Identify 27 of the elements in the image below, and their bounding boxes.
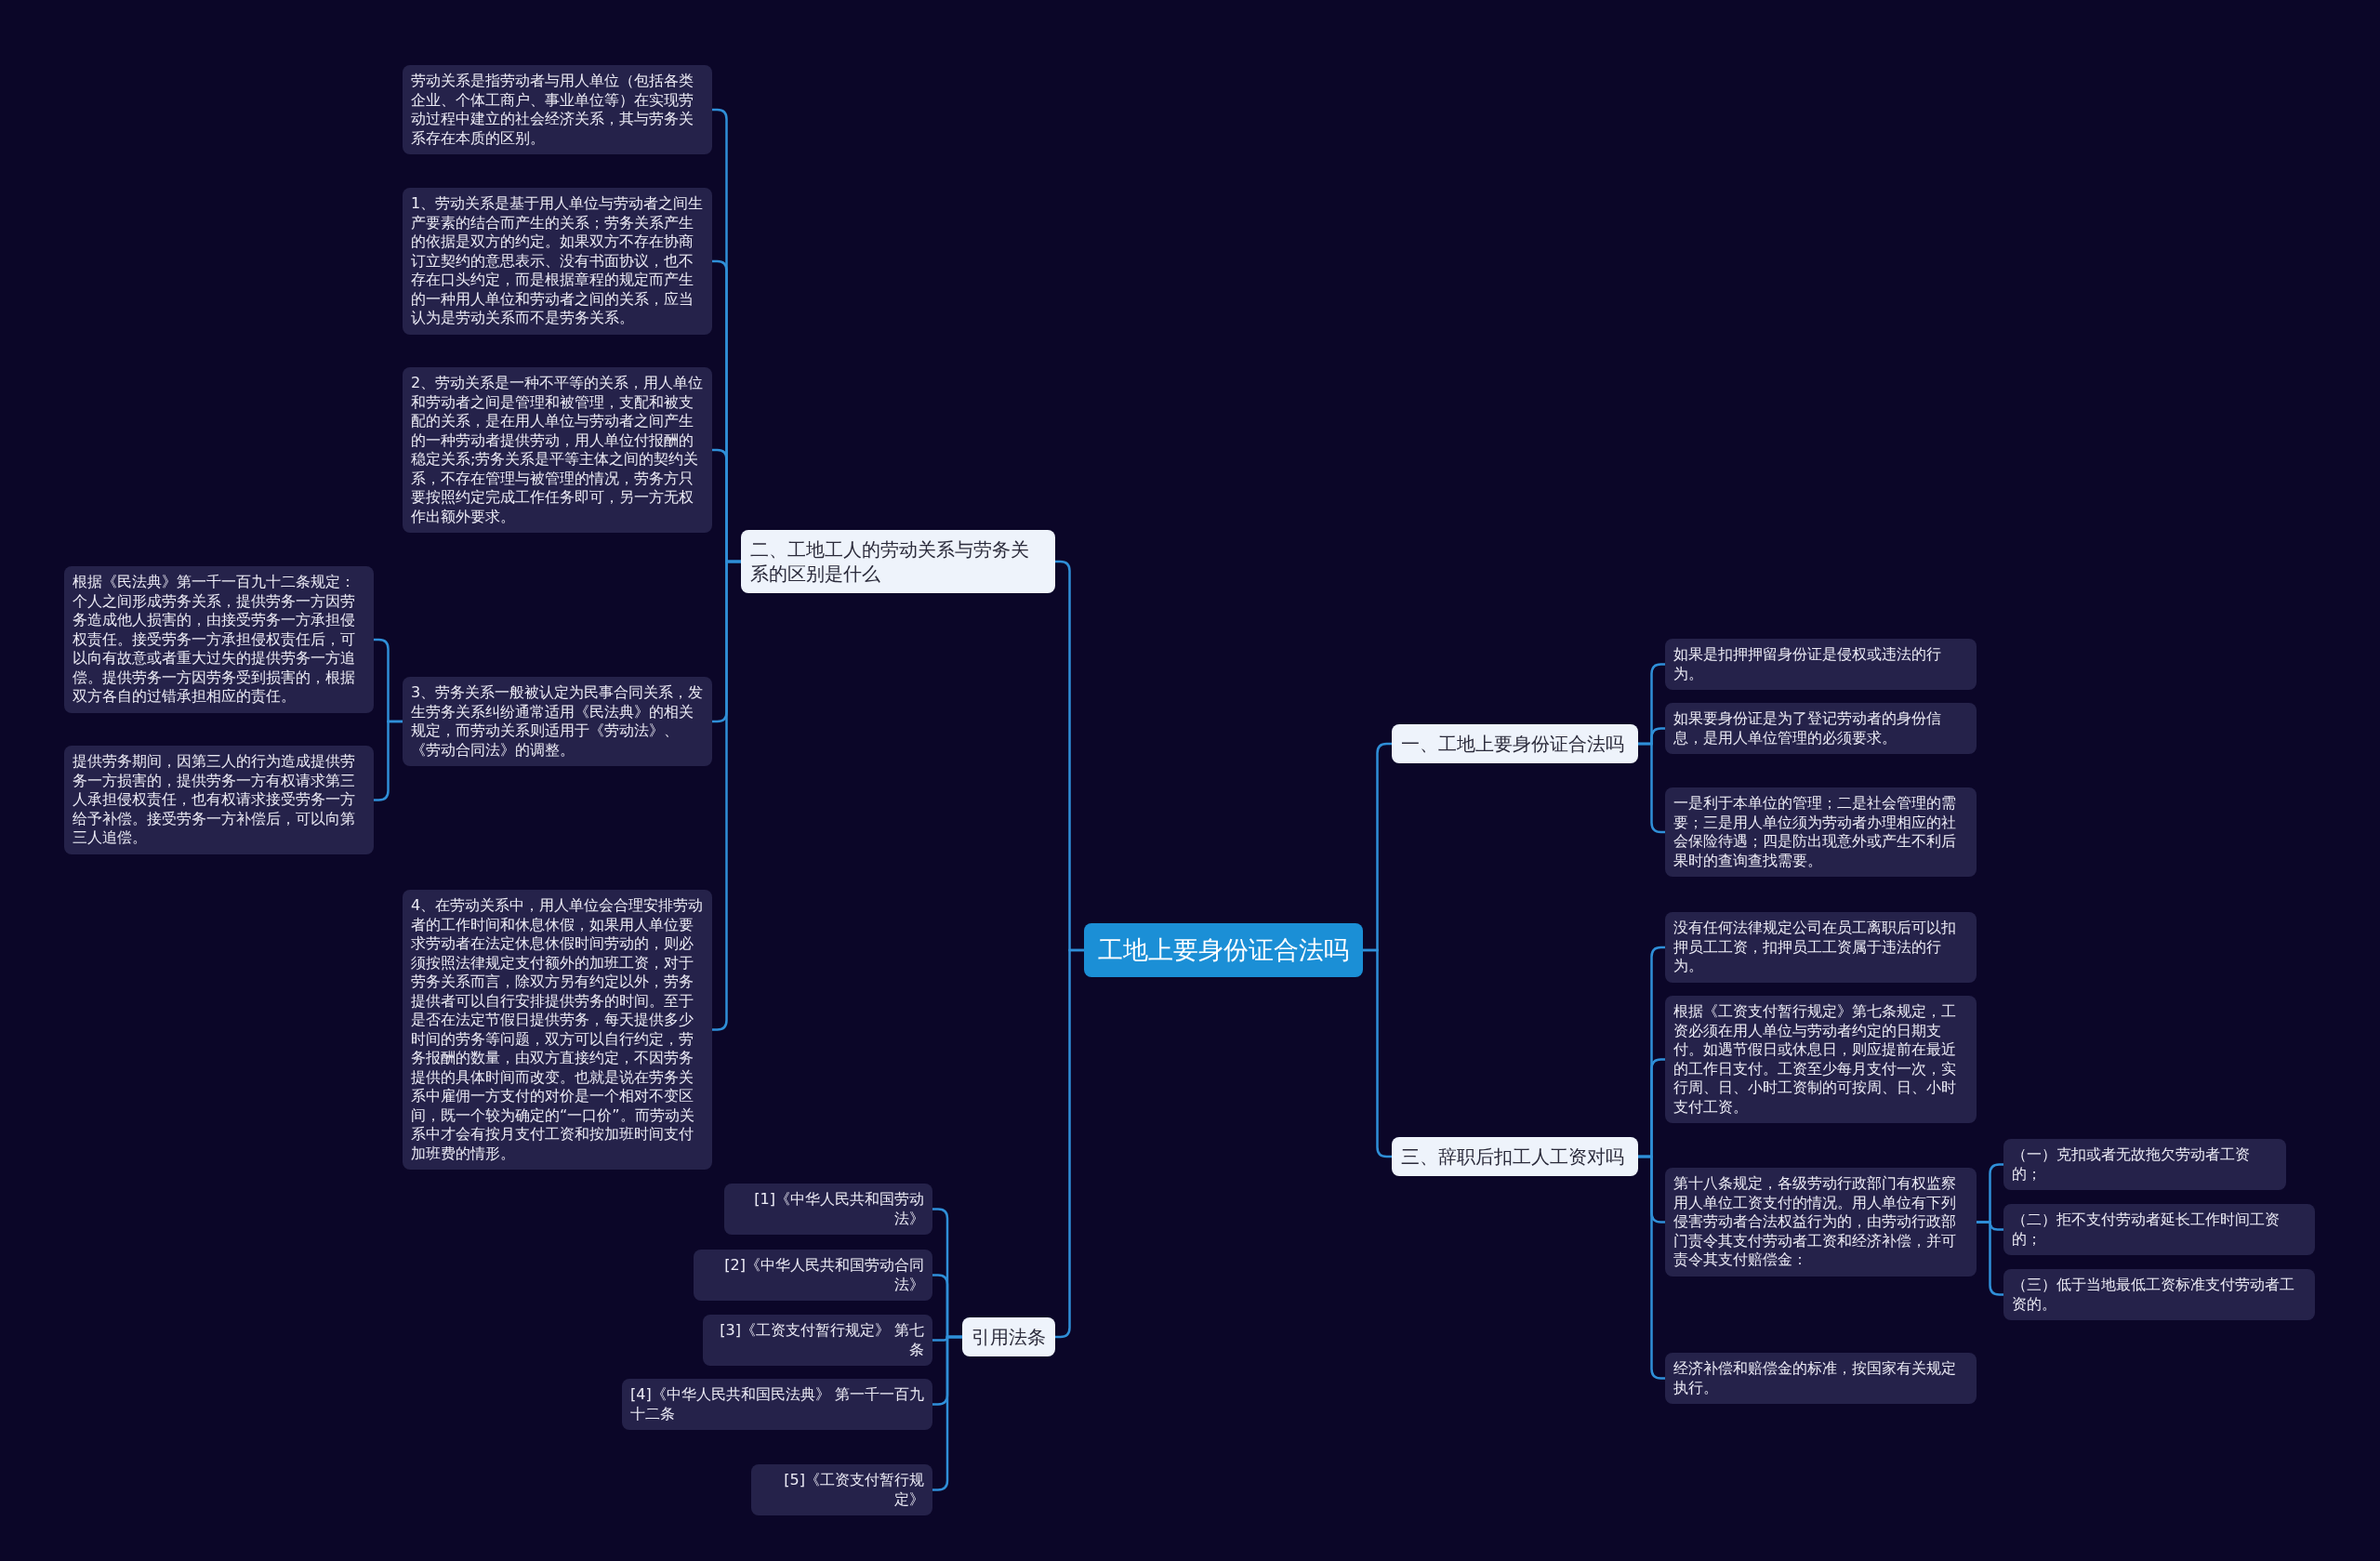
branch-topic-box: 二、工地工人的劳动关系与劳务关系的区别是什么 xyxy=(741,530,1055,593)
text-card: 根据《民法典》第一千一百九十二条规定：个人之间形成劳务关系，提供劳务一方因劳务造成他人损害的，由接受劳务一方承担侵权责任。接受劳务一方承担侵权责任后，可以向有故意或者重大过失的提供劳务一方追偿。提供劳务一方因劳务受到损害的，根据双方各自的过错承担相应的责任。 xyxy=(64,566,374,713)
text-card: 经济补偿和赔偿金的标准，按国家有关规定执行。 xyxy=(1665,1353,1977,1404)
text-card: 提供劳务期间，因第三人的行为造成提供劳务一方损害的，提供劳务一方有权请求第三人承担侵权责任，也有权请求接受劳务一方给予补偿。接受劳务一方补偿后，可以向第三人追偿。 xyxy=(64,746,374,854)
text-card: 劳动关系是指劳动者与用人单位（包括各类企业、个体工商户、事业单位等）在实现劳动过程中建立的社会经济关系，其与劳务关系存在本质的区别。 xyxy=(403,65,712,154)
text-card: （二）拒不支付劳动者延长工作时间工资的； xyxy=(2003,1204,2315,1255)
text-card: [3]《工资支付暂行规定》 第七条 xyxy=(703,1315,932,1366)
branch-topic-box: 三、辞职后扣工人工资对吗 xyxy=(1392,1137,1638,1176)
text-card: 根据《工资支付暂行规定》第七条规定，工资必须在用人单位与劳动者约定的日期支付。如遇节假日或休息日，则应提前在最近的工作日支付。工资至少每月支付一次，实行周、日、小时工资制的可按周、日、小时支付工资。 xyxy=(1665,996,1977,1123)
text-card: 第十八条规定，各级劳动行政部门有权监察用人单位工资支付的情况。用人单位有下列侵害劳动者合法权益行为的，由劳动行政部门责令其支付劳动者工资和经济补偿，并可责令其支付赔偿金： xyxy=(1665,1168,1977,1277)
root-topic-box: 工地上要身份证合法吗 xyxy=(1084,923,1363,977)
branch-topic-box: 引用法条 xyxy=(962,1317,1055,1356)
text-card: 没有任何法律规定公司在员工离职后可以扣押员工工资，扣押员工工资属于违法的行为。 xyxy=(1665,912,1977,983)
text-card: （一）克扣或者无故拖欠劳动者工资的； xyxy=(2003,1139,2286,1190)
text-card: 2、劳动关系是一种不平等的关系，用人单位和劳动者之间是管理和被管理，支配和被支配的关系，是在用人单位与劳动者之间产生的一种劳动者提供劳动，用人单位付报酬的稳定关系;劳务关系是平等主体之间的契约关系，不存在管理与被管理的情况，劳务方只要按照约定完成工作任务即可，另一方无权作出额外要求。 xyxy=(403,367,712,533)
text-card: 如果是扣押押留身份证是侵权或违法的行为。 xyxy=(1665,639,1977,690)
branch-topic-box: 一、工地上要身份证合法吗 xyxy=(1392,724,1638,763)
text-card: [2]《中华人民共和国劳动合同法》 xyxy=(694,1250,932,1301)
text-card: 1、劳动关系是基于用人单位与劳动者之间生产要素的结合而产生的关系；劳务关系产生的依据是双方的约定。如果双方不存在协商订立契约的意思表示、没有书面协议，也不存在口头约定，而是根据章程的规定而产生的一种用人单位和劳动者之间的关系，应当认为是劳动关系而不是劳务关系。 xyxy=(403,188,712,335)
text-card: [1]《中华人民共和国劳动法》 xyxy=(724,1184,932,1235)
text-card: [5]《工资支付暂行规定》 xyxy=(751,1464,932,1515)
text-card: 一是利于本单位的管理；二是社会管理的需要；三是用人单位须为劳动者办理相应的社会保险待遇；四是防出现意外或产生不利后果时的查询查找需要。 xyxy=(1665,787,1977,877)
text-card: （三）低于当地最低工资标准支付劳动者工资的。 xyxy=(2003,1269,2315,1320)
text-card: [4]《中华人民共和国民法典》 第一千一百九十二条 xyxy=(622,1379,932,1430)
text-card: 3、劳务关系一般被认定为民事合同关系，发生劳务关系纠纷通常适用《民法典》的相关规定，而劳动关系则适用于《劳动法》、《劳动合同法》的调整。 xyxy=(403,677,712,766)
text-card: 如果要身份证是为了登记劳动者的身份信息，是用人单位管理的必须要求。 xyxy=(1665,703,1977,754)
text-card: 4、在劳动关系中，用人单位会合理安排劳动者的工作时间和休息休假，如果用人单位要求劳动者在法定休息休假时间劳动的，则必须按照法律规定支付额外的加班工资，对于劳务关系而言，除双方另有约定以外，劳务提供者可以自行安排提供劳务的时间。至于是否在法定节假日提供劳务，每天提供多少时间的劳务等问题，双方可以自行约定，劳务报酬的数量，由双方直接约定，不因劳务提供的具体时间而改变。也就是说在劳务关系中雇佣一方支付的对价是一个相对不变区间，既一个较为确定的“一口价”。而劳动关系中才会有按月支付工资和按加班时间支付加班费的情形。 xyxy=(403,890,712,1170)
